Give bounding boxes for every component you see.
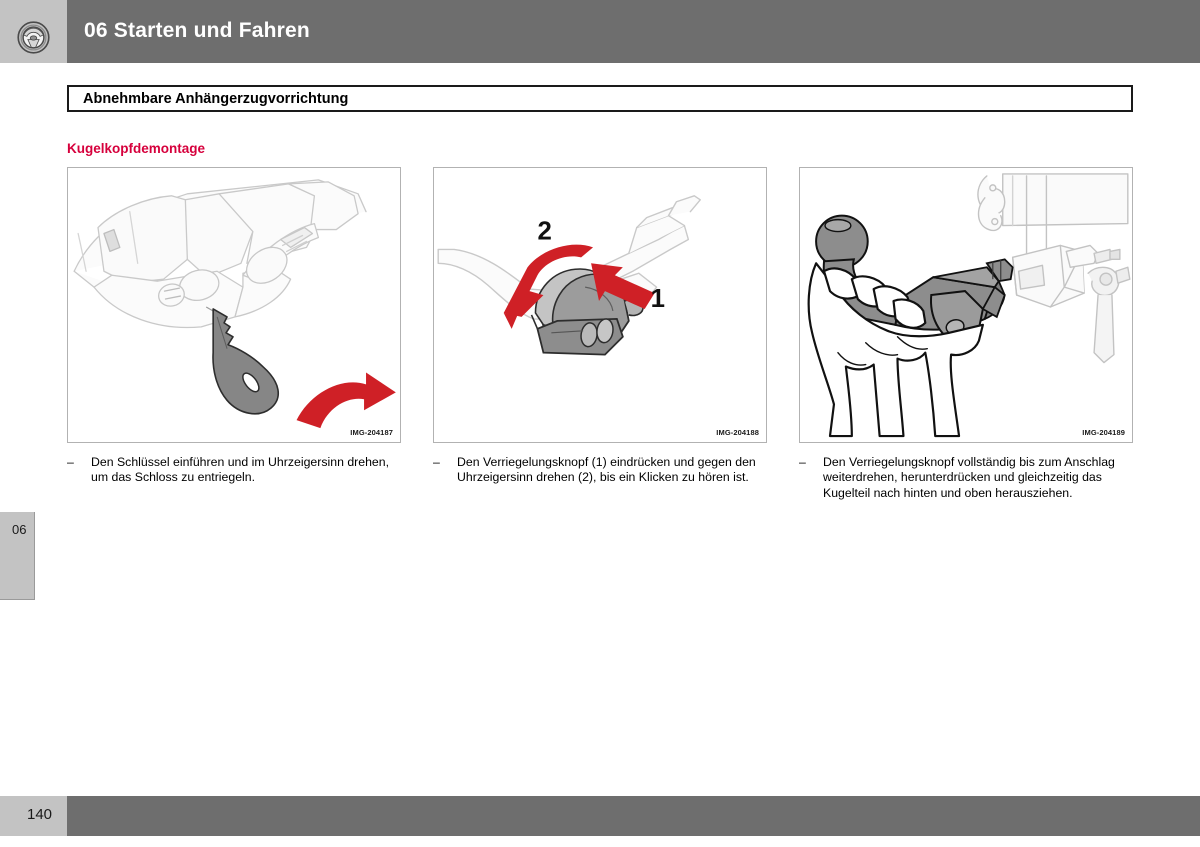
section-title-box: Abnehmbare Anhängerzugvorrichtung [67, 85, 1133, 112]
figure-panel-2: 2 1 IMG-204188 [433, 167, 767, 443]
chapter-tab-label: 06 [12, 522, 27, 537]
header-icon-block [0, 0, 67, 63]
figure-1-image-code: IMG-204187 [350, 428, 393, 437]
push-arrow-1 [591, 263, 655, 309]
section-title: Abnehmbare Anhängerzugvorrichtung [83, 91, 349, 107]
figure-3-illustration [807, 173, 1131, 438]
steering-wheel-icon [17, 21, 50, 54]
figure-2-callout-2: 2 [537, 217, 551, 245]
subsection-heading: Kugelkopfdemontage [67, 141, 206, 156]
figure-2-callout-1: 1 [651, 285, 665, 313]
figure-caption-1: – Den Schlüssel einführen und im Uhrzeig… [67, 455, 402, 486]
caption-bullet: – [433, 455, 440, 469]
footer-page-block: 140 [0, 796, 67, 836]
figure-caption-2: – Den Verriegelungsknopf (1) eindrücken … [433, 455, 768, 486]
caption-text: Den Verriegelungsknopf vollständig bis z… [823, 455, 1115, 500]
page-title: 06 Starten und Fahren [84, 19, 310, 42]
hand-outline [807, 262, 984, 438]
chapter-tab: 06 [0, 512, 35, 600]
rotation-arrow-2 [503, 244, 594, 329]
figure-2-illustration: 2 1 [437, 195, 701, 356]
locking-knob [530, 268, 644, 356]
caption-bullet: – [799, 455, 806, 469]
figure-panel-3: IMG-204189 [799, 167, 1133, 443]
figure-2-image-code: IMG-204188 [716, 428, 759, 437]
page-footer-bar [0, 796, 1200, 836]
key-shape [205, 306, 279, 415]
figure-caption-3: – Den Verriegelungsknopf vollständig bis… [799, 455, 1134, 501]
caption-text: Den Schlüssel einführen und im Uhrzeiger… [91, 455, 390, 485]
page-number: 140 [27, 806, 53, 823]
figure-panel-1: IMG-204187 [67, 167, 401, 443]
page-header-bar [0, 0, 1200, 63]
caption-text: Den Verriegelungsknopf (1) eindrücken un… [457, 455, 756, 485]
rotation-arrow-red [296, 372, 396, 429]
figure-3-image-code: IMG-204189 [1082, 428, 1125, 437]
caption-bullet: – [67, 455, 74, 469]
figure-1-illustration [73, 179, 396, 429]
